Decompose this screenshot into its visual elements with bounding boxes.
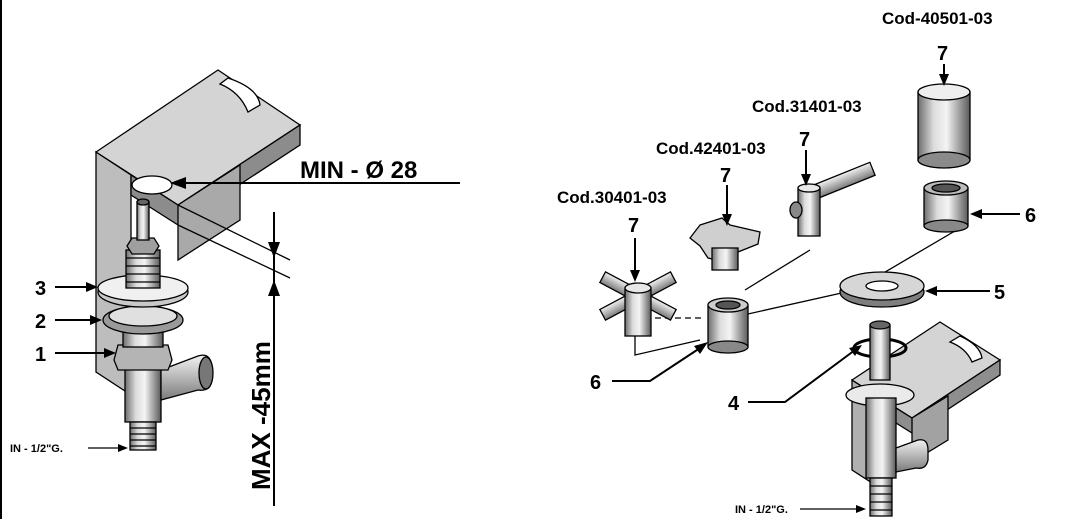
cap [917, 83, 971, 169]
code-30401-label: Cod.30401-03 [557, 188, 667, 207]
callout-7-knob: 7 [720, 165, 731, 187]
adapter-right [923, 180, 969, 233]
left-callouts [55, 282, 128, 452]
callout-3: 3 [35, 278, 46, 300]
callout-2: 2 [35, 311, 46, 333]
min-diameter-label: MIN - Ø 28 [300, 157, 417, 184]
left-inlet-label: IN - 1/2"G. [10, 443, 63, 455]
callout-4: 4 [728, 393, 740, 415]
max-arrow-top [268, 242, 280, 258]
valve-body [124, 361, 162, 423]
cross-handle [598, 271, 678, 337]
ext-line-bottom [177, 224, 291, 279]
left-assembly [94, 69, 302, 451]
washer [839, 271, 925, 308]
upper-thread-lines [126, 257, 160, 283]
right-inlet-label: IN - 1/2"G. [735, 504, 788, 516]
bracket-support [177, 163, 241, 262]
thread-lines [130, 427, 156, 447]
bracket-hole [131, 175, 173, 195]
callout-1: 1 [35, 344, 46, 366]
callout-6-left: 6 [590, 372, 601, 394]
callout-5: 5 [994, 282, 1005, 304]
bracket-notch [218, 77, 261, 113]
knob-handle [689, 217, 761, 271]
outlet-end [198, 356, 214, 390]
min-arrowhead [170, 177, 186, 189]
callout-7-lever: 7 [799, 129, 810, 151]
max-arrow-bottom [268, 280, 280, 296]
code-40501-label: Cod-40501-03 [882, 9, 993, 28]
callout-7-cap: 7 [937, 43, 948, 65]
code-31401-label: Cod.31401-03 [752, 97, 862, 116]
hex-nut [113, 344, 173, 371]
code-42401-label: Cod.42401-03 [656, 139, 766, 158]
valve-inlet-thread [129, 421, 157, 451]
max-thickness-label: MAX -45mm [246, 341, 276, 490]
right-lower-assembly [845, 320, 1002, 517]
adapter-left [707, 297, 749, 354]
left-dimensions [170, 177, 460, 506]
spindle-tip [136, 198, 150, 206]
top-hex [126, 237, 160, 255]
spindle [136, 201, 150, 241]
callout-6-right: 6 [1025, 205, 1036, 227]
callout-7-cross: 7 [628, 215, 639, 237]
lever-handle [789, 161, 876, 237]
right-callout-leaders [612, 64, 1020, 513]
